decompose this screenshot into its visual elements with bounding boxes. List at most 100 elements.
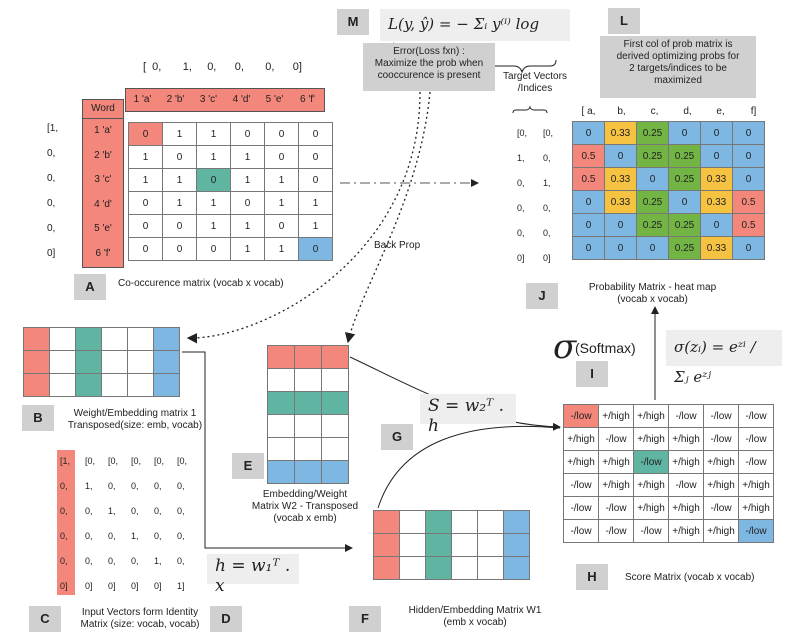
identity-entry: 0, <box>177 481 185 491</box>
identity-entry: 0] <box>154 581 162 591</box>
caption-line: Probability Matrix - heat map <box>588 282 717 293</box>
score-cell: +/high <box>703 473 739 497</box>
cooc-col-label: 4 'd' <box>232 94 251 105</box>
target-entry: 0, <box>543 203 551 213</box>
w1-cell <box>49 350 76 374</box>
score-cell: -/low <box>668 473 704 497</box>
hidden-cell <box>373 510 400 534</box>
score-caption: Score Matrix (vocab x vocab) <box>625 572 755 583</box>
prob-header-label: b, <box>617 106 626 117</box>
score-cell: -/low <box>563 519 599 543</box>
prob-cell: 0 <box>572 121 605 145</box>
left-vector-entry: 0, <box>47 173 56 184</box>
cooc-cell: 0 <box>162 237 197 261</box>
w1-cell <box>101 373 128 397</box>
backprop-arrow-to-w2 <box>344 91 431 344</box>
hidden-cell <box>451 510 478 534</box>
w2-cell <box>294 460 322 484</box>
hidden-cell <box>503 510 530 534</box>
score-cell: +/high <box>633 404 669 428</box>
prob-cell: 0 <box>572 236 605 260</box>
prob-header-label: [ a, <box>581 106 596 117</box>
score-cell: +/high <box>598 404 634 428</box>
cooc-cell: 0 <box>196 237 231 261</box>
caption-line: Input Vectors form Identity <box>81 607 199 618</box>
weight2-caption: Embedding/Weight Matrix W2 - Transposed … <box>240 489 370 525</box>
loss-formula: L(y, ŷ) = − Σᵢ y⁽ⁱ⁾ log ŷ⁽ⁱ⁾ <box>380 9 570 59</box>
loss-note: Error(Loss fxn) : Maximize the prob when… <box>363 43 495 91</box>
w2-cell <box>267 368 295 392</box>
prob-cell: 0 <box>636 167 669 191</box>
label-j: J <box>526 283 558 309</box>
w2-cell <box>267 391 295 415</box>
hidden-to-score-curve <box>377 425 561 509</box>
w2-cell <box>294 437 322 461</box>
w2-cell <box>267 345 295 369</box>
prob-cell: 0.33 <box>700 167 733 191</box>
score-cell: -/low <box>633 519 669 543</box>
w1-cell <box>127 327 154 351</box>
identity-entry: 0] <box>131 581 139 591</box>
identity-highlight <box>57 450 75 595</box>
label-b: B <box>22 405 54 431</box>
left-vector-entry: 0, <box>47 148 56 159</box>
identity-entry: 1, <box>108 506 116 516</box>
target-entry: 0, <box>517 203 525 213</box>
score-cell: +/high <box>563 450 599 474</box>
identity-entry: 1, <box>131 531 139 541</box>
prob-cell: 0 <box>604 213 637 237</box>
score-cell: +/high <box>668 427 704 451</box>
identity-entry: 0, <box>154 531 162 541</box>
w2-cell <box>321 437 349 461</box>
score-cell: +/high <box>633 427 669 451</box>
caption-line: Matrix W2 - Transposed <box>251 501 359 512</box>
identity-entry: 0] <box>60 581 68 591</box>
w1-cell <box>75 327 102 351</box>
cooc-cell: 1 <box>230 168 265 192</box>
weight1-matrix <box>23 327 180 397</box>
score-cell: +/high <box>703 519 739 543</box>
caption-line: (vocab x emb) <box>273 513 337 524</box>
prob-cell: 0.25 <box>636 121 669 145</box>
cooc-cell: 0 <box>230 191 265 215</box>
prob-cell: 0.5 <box>732 213 765 237</box>
prob-cell: 0 <box>668 190 701 214</box>
cooc-cell: 0 <box>264 214 299 238</box>
label-i: I <box>576 361 608 387</box>
hidden-caption: Hidden/Embedding Matrix W1 (emb x vocab) <box>390 605 560 629</box>
w1-cell <box>23 373 50 397</box>
prob-cell: 0 <box>604 144 637 168</box>
cooc-cell: 1 <box>196 145 231 169</box>
w2-cell <box>267 414 295 438</box>
left-vector-entry: 0] <box>47 248 56 259</box>
hidden-cell <box>425 533 452 557</box>
prob-cell: 0.25 <box>636 144 669 168</box>
hidden-cell <box>373 533 400 557</box>
prob-cell: 0.25 <box>636 190 669 214</box>
prob-cell: 0.25 <box>668 144 701 168</box>
target-entry: 0, <box>543 153 551 163</box>
label-h: H <box>576 564 608 590</box>
hidden-cell <box>399 533 426 557</box>
score-cell: -/low <box>598 519 634 543</box>
identity-entry: 0, <box>131 481 139 491</box>
small-brace <box>512 105 548 114</box>
target-entry: 0] <box>517 253 525 263</box>
hidden-cell <box>451 533 478 557</box>
identity-entry: 0, <box>60 481 68 491</box>
caption-line: Matrix (size: vocab, vocab) <box>80 619 200 630</box>
score-cell: +/high <box>633 473 669 497</box>
score-cell: -/low <box>598 496 634 520</box>
identity-entry: 0] <box>85 581 93 591</box>
label-a: A <box>74 274 106 300</box>
prob-cell: 0.25 <box>636 213 669 237</box>
prob-cell: 0.33 <box>700 190 733 214</box>
w1-cell <box>23 350 50 374</box>
cooc-cell: 1 <box>196 122 231 146</box>
label-d: D <box>210 606 242 632</box>
prob-caption: Probability Matrix - heat map (vocab x v… <box>565 282 740 306</box>
score-cell: -/low <box>703 404 739 428</box>
target-entry: 1, <box>517 153 525 163</box>
cooc-col-label: 6 'f' <box>300 94 315 105</box>
